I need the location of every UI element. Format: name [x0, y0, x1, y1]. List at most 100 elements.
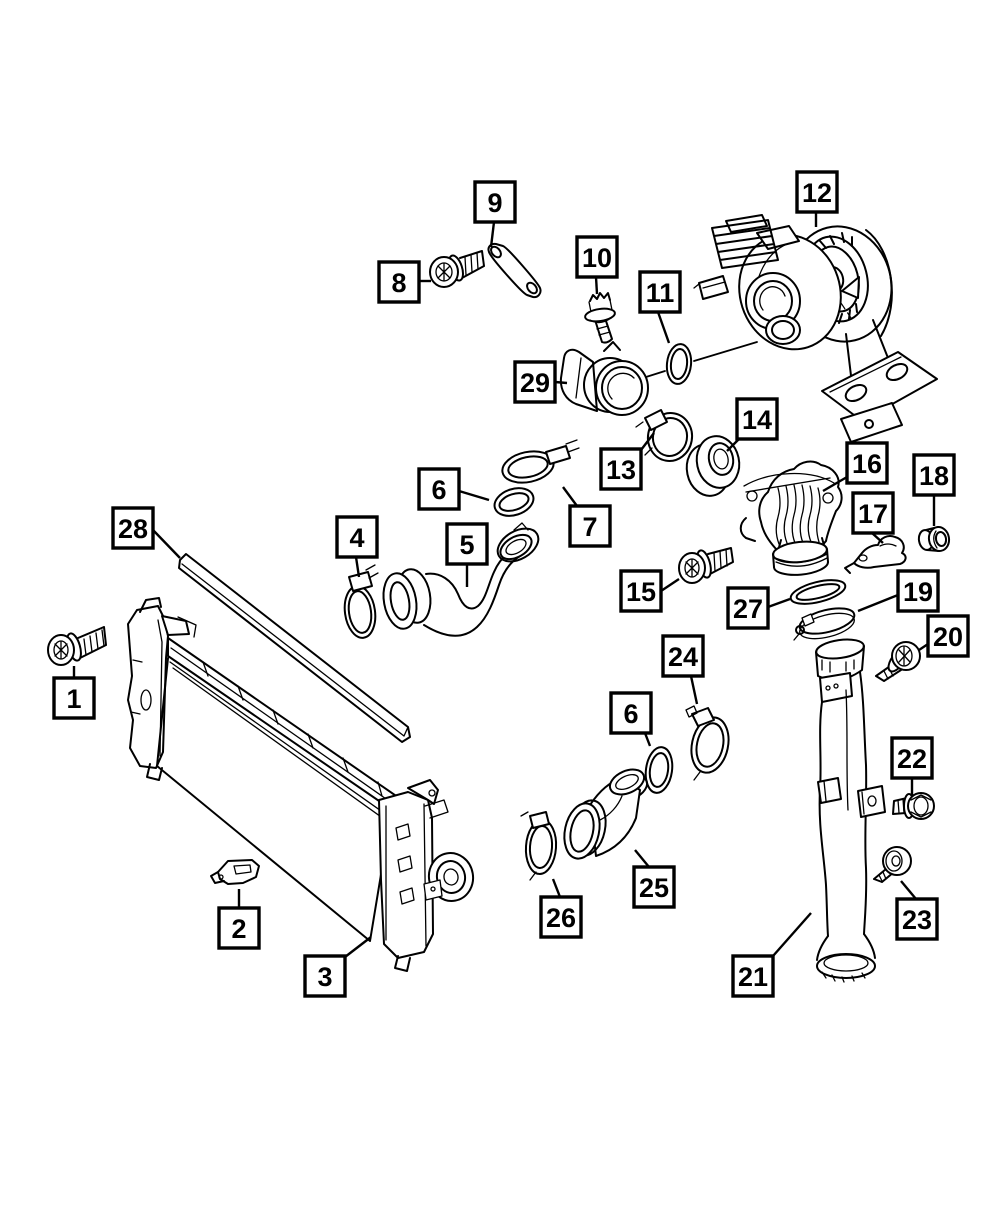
callout-leader-line — [594, 276, 599, 295]
callout-number: 19 — [903, 577, 933, 607]
part-strap-9 — [487, 242, 542, 299]
callout-box[interactable] — [599, 447, 643, 491]
callout-box[interactable] — [638, 270, 682, 314]
part-intercooler — [127, 597, 475, 972]
callout-leader-line — [354, 556, 361, 578]
callout-23[interactable]: 23 — [895, 880, 939, 941]
callout-number: 8 — [391, 268, 406, 298]
part-oring-6a — [493, 487, 535, 517]
callout-16[interactable]: 16 — [822, 441, 889, 493]
callout-box[interactable] — [619, 569, 663, 613]
part-clamp-7 — [501, 439, 580, 484]
callout-5[interactable]: 5 — [445, 522, 489, 587]
callout-27[interactable]: 27 — [726, 586, 791, 630]
callout-leader-line — [152, 529, 181, 559]
callout-box[interactable] — [52, 676, 96, 720]
callout-box[interactable] — [335, 515, 379, 559]
part-clamp-24 — [685, 705, 730, 781]
callout-box[interactable] — [445, 522, 489, 566]
callout-box[interactable] — [726, 586, 770, 630]
part-bolt-20 — [875, 641, 921, 682]
callout-leader-line — [660, 578, 680, 592]
callout-29[interactable]: 29 — [513, 360, 568, 404]
callout-box[interactable] — [795, 170, 839, 214]
callout-1[interactable]: 1 — [52, 666, 96, 720]
callout-number: 16 — [852, 449, 882, 479]
callout-number: 29 — [520, 368, 550, 398]
callout-box[interactable] — [575, 235, 619, 279]
part-bolt-22 — [892, 792, 935, 820]
callout-14[interactable]: 14 — [726, 397, 779, 452]
callout-22[interactable]: 22 — [890, 736, 934, 795]
callout-number: 20 — [933, 622, 963, 652]
callout-box[interactable] — [661, 634, 705, 678]
callout-box[interactable] — [632, 865, 676, 909]
callout-box[interactable] — [845, 441, 889, 485]
callout-leader-line — [822, 475, 848, 493]
callout-leader-line — [767, 597, 791, 609]
callout-21[interactable]: 21 — [731, 912, 812, 998]
callout-number: 1 — [66, 684, 81, 714]
callout-box[interactable] — [735, 397, 779, 441]
callout-15[interactable]: 15 — [619, 569, 680, 613]
callout-9[interactable]: 9 — [473, 180, 517, 248]
part-clamp-26 — [520, 811, 558, 881]
callout-box[interactable] — [568, 504, 612, 548]
callout-box[interactable] — [111, 506, 155, 550]
part-turbocharger — [693, 214, 938, 443]
callout-19[interactable]: 19 — [857, 569, 940, 613]
callout-4[interactable]: 4 — [335, 515, 379, 578]
part-assembly-reference-line — [645, 341, 758, 378]
callout-number: 28 — [118, 514, 148, 544]
callout-17[interactable]: 17 — [851, 491, 895, 544]
callout-leader-line — [489, 221, 496, 248]
callout-box[interactable] — [609, 691, 653, 735]
callout-10[interactable]: 10 — [575, 235, 619, 295]
callout-box[interactable] — [926, 614, 970, 658]
part-plug-18 — [917, 526, 951, 552]
callout-box[interactable] — [895, 897, 939, 941]
part-bolt-1 — [47, 626, 107, 666]
callout-number: 12 — [802, 178, 832, 208]
callout-20[interactable]: 20 — [918, 614, 970, 658]
callout-8[interactable]: 8 — [377, 260, 431, 304]
callout-24[interactable]: 24 — [661, 634, 705, 705]
callout-box[interactable] — [217, 906, 261, 950]
callout-box[interactable] — [851, 491, 895, 535]
part-bolt-23 — [873, 846, 912, 883]
callout-box[interactable] — [377, 260, 421, 304]
callout-box[interactable] — [896, 569, 940, 613]
callout-leader-line — [726, 438, 740, 452]
callout-3[interactable]: 3 — [303, 936, 372, 998]
part-bolt-15 — [678, 547, 734, 584]
callout-6a[interactable]: 6 — [417, 467, 490, 511]
callout-6b[interactable]: 6 — [609, 691, 653, 747]
part-pipe-21 — [815, 638, 886, 983]
callout-box[interactable] — [303, 954, 347, 998]
callout-7[interactable]: 7 — [562, 486, 612, 548]
callout-number: 5 — [459, 530, 474, 560]
callout-13[interactable]: 13 — [599, 432, 655, 491]
callout-28[interactable]: 28 — [111, 506, 181, 559]
callout-2[interactable]: 2 — [217, 889, 261, 950]
callout-box[interactable] — [912, 453, 956, 497]
callout-box[interactable] — [417, 467, 461, 511]
callout-box[interactable] — [513, 360, 557, 404]
callout-leader-line — [551, 878, 562, 898]
part-intake-assembly-16 — [739, 460, 843, 576]
callout-number: 10 — [582, 243, 612, 273]
callout-box[interactable] — [890, 736, 934, 780]
callout-box[interactable] — [539, 895, 583, 939]
part-elbow-29 — [559, 341, 649, 416]
artwork-layer — [47, 214, 951, 983]
callout-12[interactable]: 12 — [795, 170, 839, 227]
callout-26[interactable]: 26 — [539, 878, 583, 939]
callout-11[interactable]: 11 — [638, 270, 682, 344]
callout-18[interactable]: 18 — [912, 453, 956, 526]
callout-box[interactable] — [473, 180, 517, 224]
callout-25[interactable]: 25 — [632, 849, 676, 909]
callout-box[interactable] — [731, 954, 775, 998]
callout-leader-line — [640, 432, 655, 451]
